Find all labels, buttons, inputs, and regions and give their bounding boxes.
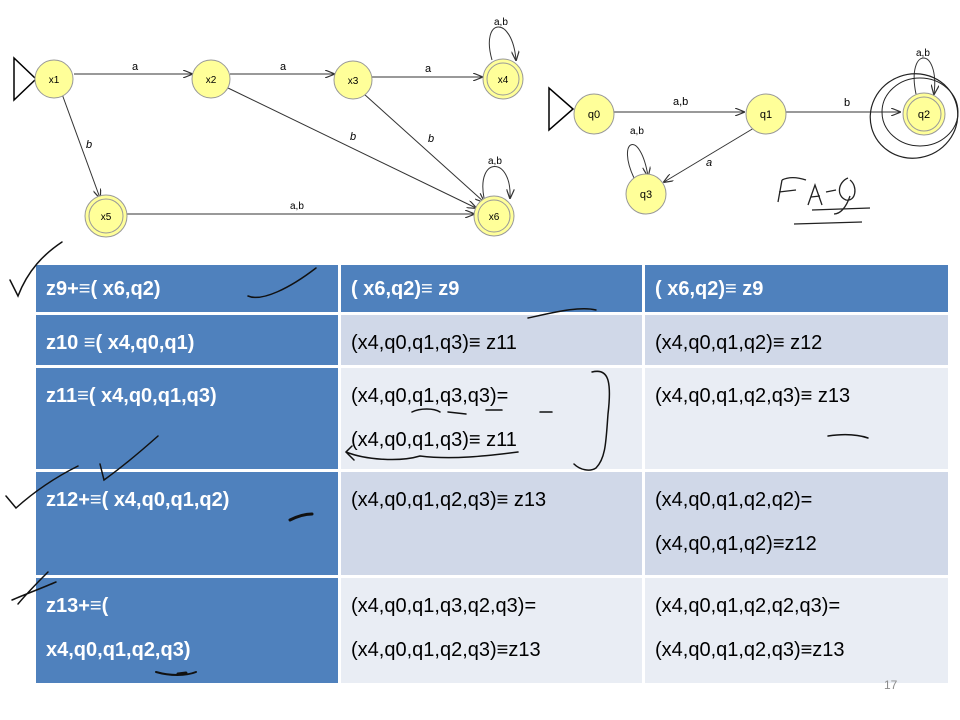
transition-table: z9+≡( x6,q2) ( x6,q2)≡ z9 ( x6,q2)≡ z9 z…: [33, 262, 952, 686]
edge-label-x2-x3: a: [280, 61, 287, 73]
table-header-row: z9+≡( x6,q2) ( x6,q2)≡ z9 ( x6,q2)≡ z9: [33, 262, 952, 315]
edge-x4-loop: [488, 26, 516, 60]
table-row: z12+≡( x4,q0,q1,q2) (x4,q0,q1,q2,q3)≡ z1…: [33, 469, 952, 578]
edge-label-q2-loop: a,b: [916, 48, 930, 59]
cell-line: (x4,q0,q1,q3,q3)=: [351, 385, 509, 407]
state-q0: q0: [573, 93, 615, 135]
transition-a-cell: (x4,q0,q1,q3)≡ z11: [338, 312, 645, 368]
edge-label-q1-q2: b: [844, 97, 850, 109]
state-label-x3: x3: [348, 76, 359, 87]
edge-label-q3-loop: a,b: [630, 126, 644, 137]
state-q3: q3: [625, 173, 667, 215]
edge-label-x1-x5: b: [86, 139, 92, 151]
cell-line: (x4,q0,q1,q2,q3)≡z13: [654, 639, 845, 661]
cell-line: (x4,q0,q1,q3)≡ z11: [351, 332, 517, 354]
state-x5: x5: [84, 194, 128, 238]
edge-q1-q3: [664, 127, 755, 182]
cell-line: (x4,q0,q1,q3,q2,q3)=: [351, 595, 537, 617]
transition-a-cell: (x4,q0,q1,q3,q3)= (x4,q0,q1,q3)≡ z11: [338, 365, 645, 472]
edge-x1-x5: [61, 93, 100, 198]
header-cell-b: ( x6,q2)≡ z9: [641, 262, 952, 315]
state-x3: x3: [333, 60, 373, 100]
cell-line: (x4,q0,q1,q2,q3)≡ z13: [351, 489, 547, 511]
edge-label-x4-loop: a,b: [494, 17, 508, 28]
edge-x3-x6: [363, 93, 484, 202]
state-x6: x6: [473, 195, 515, 237]
automaton-x: a a a a,b b b b a,b a,b x1 x2 x3: [13, 17, 524, 238]
edge-label-x5-x6: a,b: [290, 201, 304, 212]
cell-line: (x4,q0,q1,q2,q2)=: [654, 489, 813, 511]
cell-line: z13+≡(: [46, 595, 109, 617]
cell-line: (x4,q0,q1,q2,q2,q3)=: [654, 595, 841, 617]
edge-x6-loop: [482, 166, 510, 199]
cell-line: (x4,q0,q1,q3)≡ z11: [351, 429, 517, 451]
cell-line: (x4,q0,q1,q2)≡z12: [654, 533, 817, 555]
edge-label-x3-x6: b: [428, 133, 434, 145]
edge-x2-x6: [227, 87, 476, 208]
edge-label-x2-x6: b: [350, 131, 356, 143]
state-label-q0: q0: [588, 109, 600, 121]
state-q1: q1: [745, 93, 787, 135]
state-label-q3: q3: [640, 189, 652, 201]
automaton-q: a,b b a,b a a,b q0 q1 q2 q3: [548, 48, 946, 215]
cell-line: z11≡( x4,q0,q1,q3): [46, 385, 217, 407]
cell-line: x4,q0,q1,q2,q3): [46, 639, 191, 661]
cell-line: (x4,q0,q1,q2)≡ z12: [654, 332, 823, 354]
table-row: z11≡( x4,q0,q1,q3) (x4,q0,q1,q3,q3)= (x4…: [33, 365, 952, 472]
cell-line: z12+≡( x4,q0,q1,q2): [46, 489, 230, 511]
table-row: z10 ≡( x4,q0,q1) (x4,q0,q1,q3)≡ z11 (x4,…: [33, 312, 952, 368]
automata-diagram: a a a a,b b b b a,b a,b x1 x2 x3: [13, 17, 959, 238]
transition-a-cell: (x4,q0,q1,q2,q3)≡ z13: [338, 469, 645, 578]
state-label-x4: x4: [498, 75, 509, 86]
state-x2: x2: [191, 59, 231, 99]
cell-line: (x4,q0,q1,q2,q3)≡ z13: [654, 385, 851, 407]
transition-a-cell: (x4,q0,q1,q3,q2,q3)= (x4,q0,q1,q2,q3)≡z1…: [338, 575, 645, 686]
state-label-x1: x1: [49, 75, 60, 86]
edge-label-x1-x2: a: [132, 61, 139, 73]
start-marker-x1: [13, 56, 38, 102]
edge-q2-loop: [913, 57, 935, 94]
table-row: z13+≡( x4,q0,q1,q2,q3) (x4,q0,q1,q3,q2,q…: [33, 575, 952, 686]
page-number: 17: [884, 678, 898, 692]
transition-b-cell: (x4,q0,q1,q2)≡ z12: [641, 312, 952, 368]
edge-label-x3-x4: a: [425, 63, 432, 75]
state-x4: x4: [482, 58, 524, 100]
transition-b-cell: (x4,q0,q1,q2,q2)= (x4,q0,q1,q2)≡z12: [641, 469, 952, 578]
transition-b-cell: (x4,q0,q1,q2,q3)≡ z13: [641, 365, 952, 472]
transition-b-cell: (x4,q0,q1,q2,q2,q3)= (x4,q0,q1,q2,q3)≡z1…: [641, 575, 952, 686]
edge-label-x6-loop: a,b: [488, 156, 502, 167]
state-cell: z11≡( x4,q0,q1,q3): [33, 365, 341, 472]
header-cell-a: ( x6,q2)≡ z9: [338, 262, 645, 315]
state-label-x6: x6: [489, 212, 500, 223]
edge-label-q0-q1: a,b: [673, 96, 688, 108]
state-label-q2: q2: [918, 109, 930, 121]
cell-line: (x4,q0,q1,q2,q3)≡z13: [351, 639, 541, 661]
handwritten-marks-diagram: [777, 73, 959, 225]
state-label-x2: x2: [206, 75, 217, 86]
state-label-q1: q1: [760, 109, 772, 121]
edge-q3-loop: [626, 144, 648, 179]
state-cell: z10 ≡( x4,q0,q1): [33, 312, 341, 368]
state-cell: z12+≡( x4,q0,q1,q2): [33, 469, 341, 578]
header-cell-state: z9+≡( x6,q2): [33, 262, 341, 315]
cell-line: z10 ≡( x4,q0,q1): [46, 332, 195, 354]
state-cell: z13+≡( x4,q0,q1,q2,q3): [33, 575, 341, 686]
edge-label-q1-q3: a: [706, 157, 712, 169]
state-x1: x1: [34, 59, 74, 99]
handwritten-scribble: [777, 177, 871, 225]
start-marker-q0: [548, 86, 575, 132]
state-q2: q2: [902, 92, 946, 136]
state-label-x5: x5: [101, 212, 112, 223]
